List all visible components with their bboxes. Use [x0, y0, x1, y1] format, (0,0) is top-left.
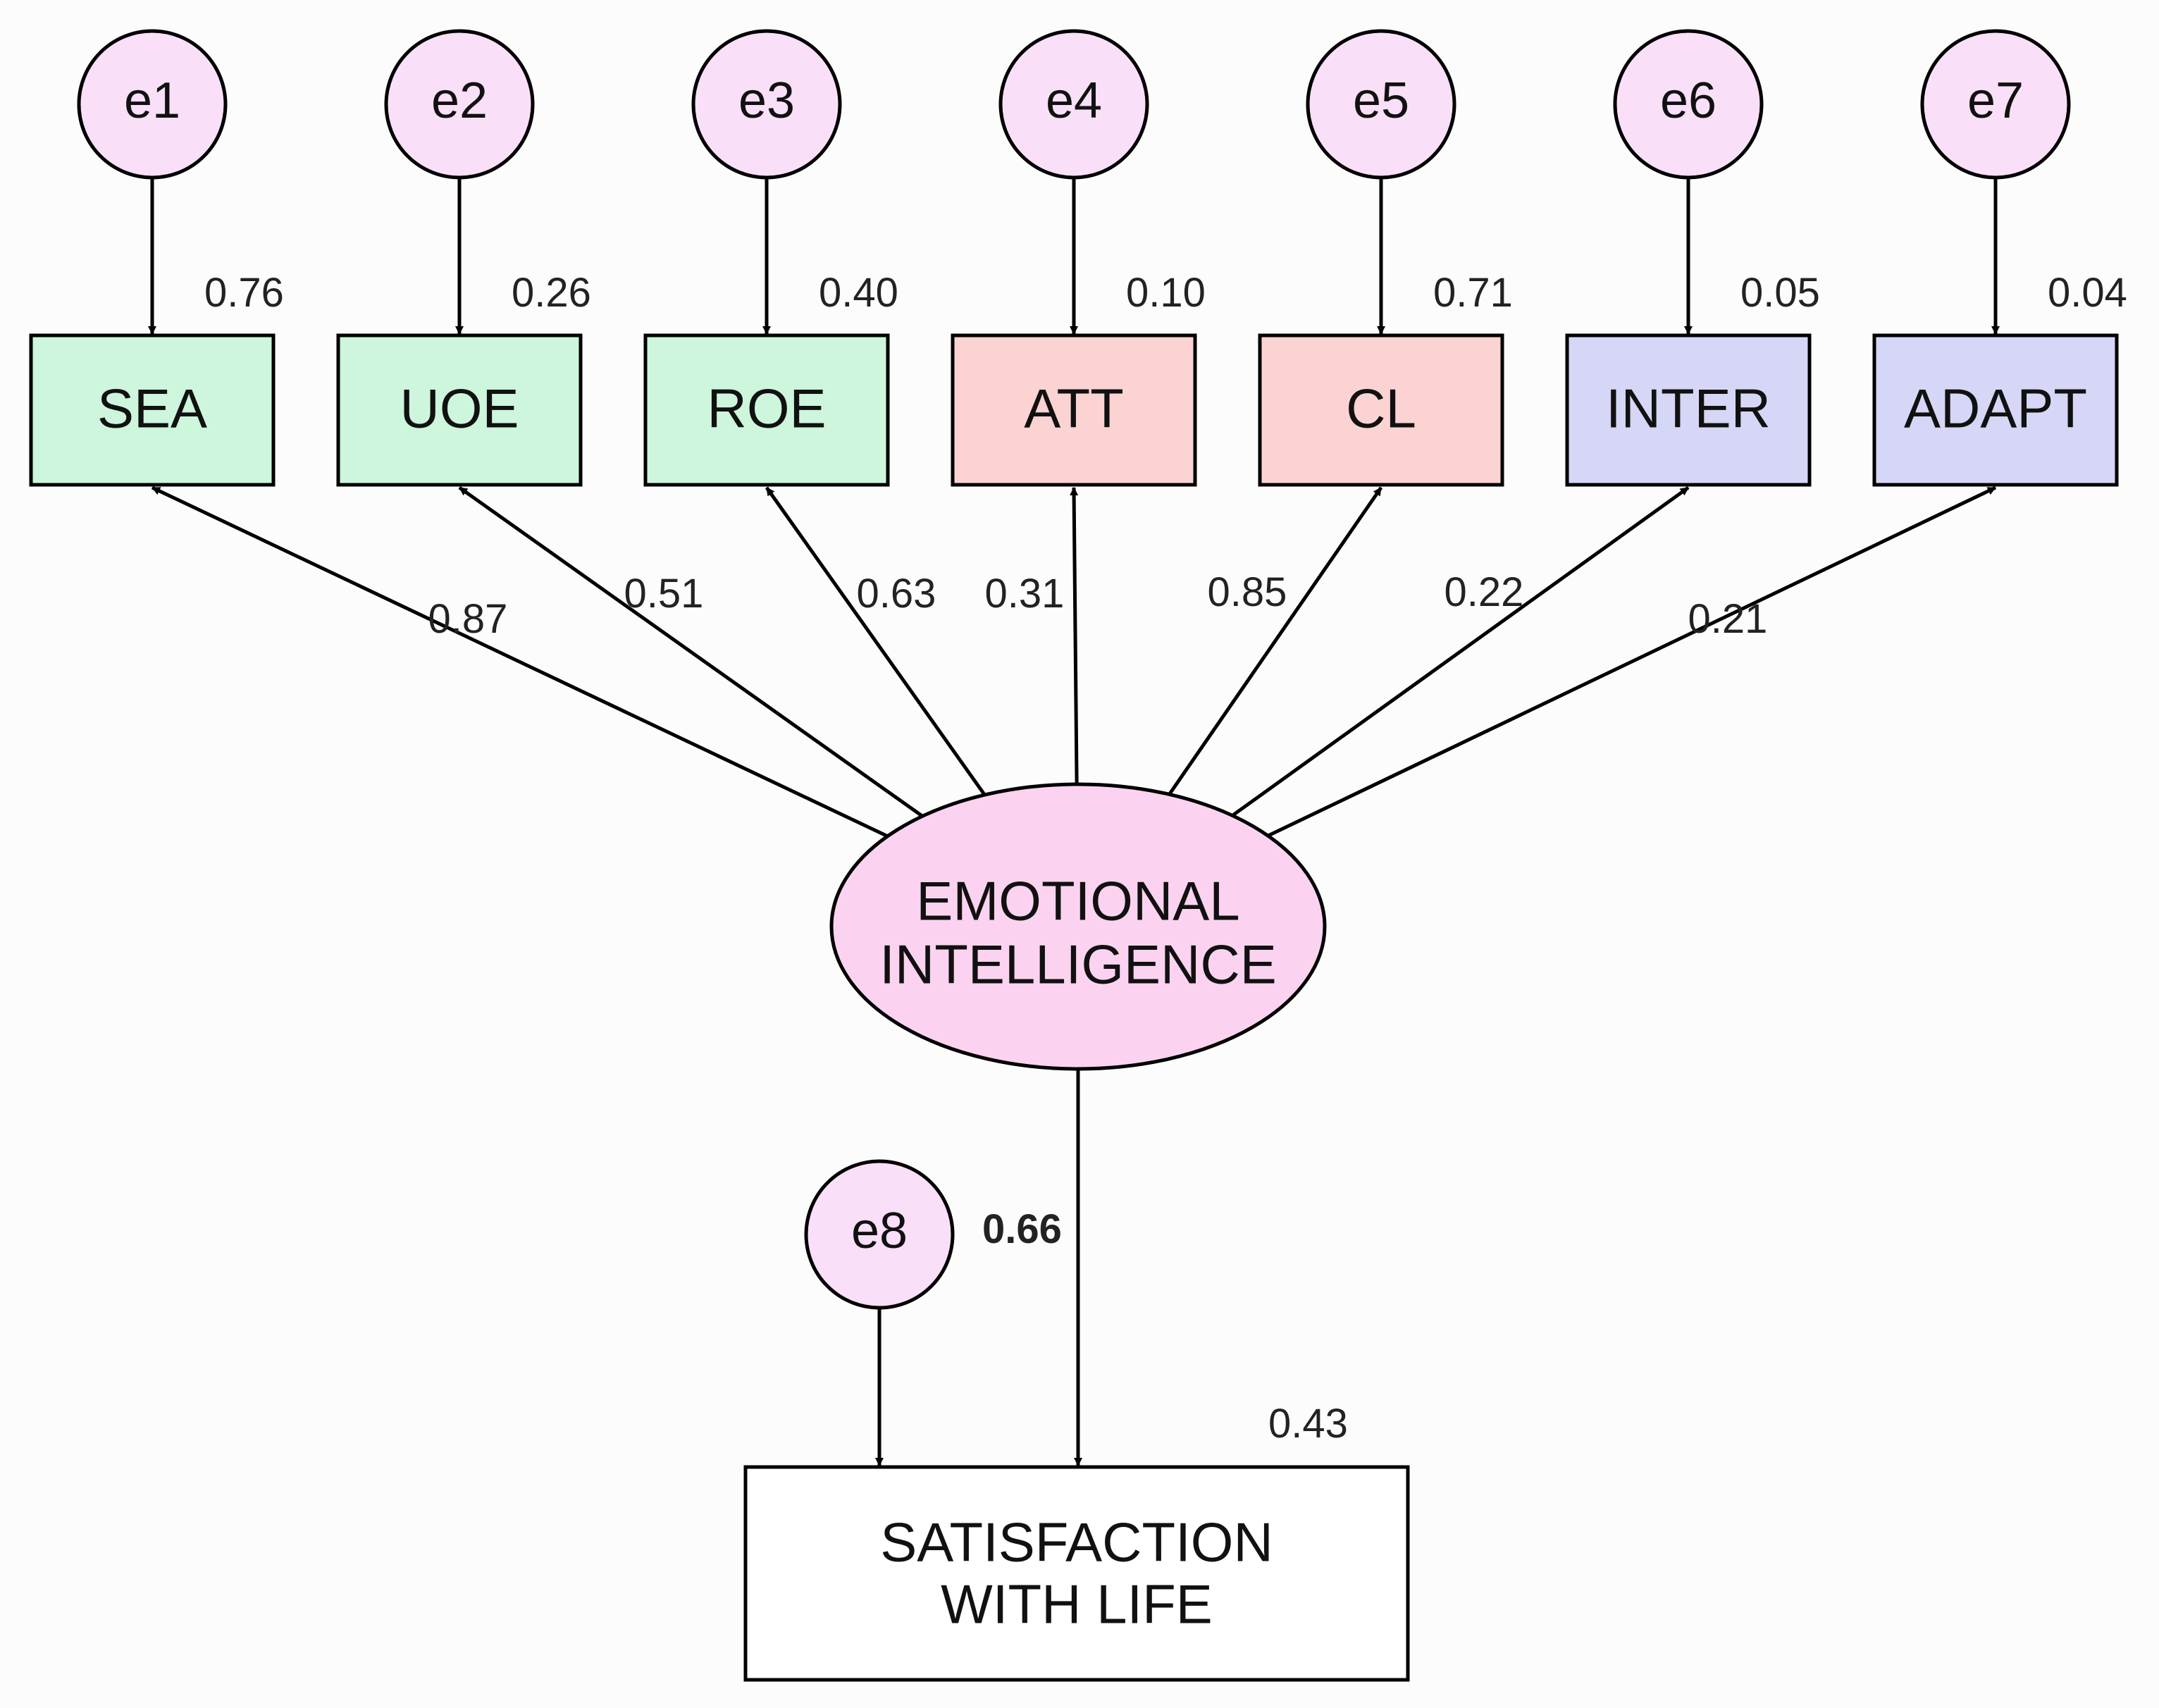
paths-layer — [148, 178, 2000, 838]
indicator-box-sea — [29, 333, 276, 487]
indicator-box-inter — [1565, 333, 1812, 487]
indicator-label-uoe: UOE — [400, 378, 519, 440]
loading-uoe: 0.51 — [624, 571, 704, 617]
error-label-e5: e5 — [1353, 73, 1409, 129]
indicator-label-inter: INTER — [1606, 378, 1771, 440]
r2-uoe: 0.26 — [512, 270, 591, 316]
indicator-label-roe: ROE — [707, 378, 826, 440]
indicator-box-adapt — [1872, 333, 2119, 487]
loading-att: 0.31 — [985, 571, 1065, 617]
error-label-e1: e1 — [124, 73, 180, 129]
latent-label-line1: EMOTIONAL — [916, 870, 1239, 932]
r2-adapt: 0.04 — [2048, 270, 2127, 316]
error-label-e6: e6 — [1660, 73, 1716, 129]
r2-cl: 0.71 — [1433, 270, 1513, 316]
loading-arrow-uoe — [458, 485, 924, 818]
error-circle-e5 — [1306, 29, 1456, 180]
error-circle-e1 — [77, 29, 228, 180]
error-circle-e3 — [691, 29, 842, 180]
outcome-error: e8 — [804, 1159, 955, 1310]
outcome-label-line1: SATISFACTION — [880, 1511, 1273, 1573]
loading-cl: 0.85 — [1208, 569, 1287, 615]
indicator-label-cl: CL — [1346, 378, 1416, 440]
error-circle-e6 — [1613, 29, 1764, 180]
loading-roe: 0.63 — [857, 571, 936, 617]
loading-sea: 0.87 — [428, 596, 508, 642]
loading-arrow-cl — [1168, 486, 1383, 796]
indicator-label-adapt: ADAPT — [1904, 378, 2087, 440]
outcome-node: SATISFACTION WITH LIFE — [743, 1465, 1410, 1682]
nodes-layer — [29, 29, 2119, 487]
error-circle-e2 — [384, 29, 535, 180]
loading-inter: 0.22 — [1445, 569, 1524, 615]
error-label-e4: e4 — [1046, 73, 1102, 129]
error-label-e2: e2 — [431, 73, 488, 129]
error-label-e7: e7 — [1967, 73, 2024, 129]
indicator-box-cl — [1258, 333, 1504, 487]
loading-arrow-sea — [151, 485, 889, 838]
indicator-label-att: ATT — [1024, 378, 1124, 440]
loading-arrow-att — [1070, 487, 1079, 785]
loading-arrow-inter — [1231, 485, 1690, 817]
r2-roe: 0.40 — [819, 270, 898, 316]
outcome-box — [743, 1465, 1410, 1682]
outcome-label-line2: WITH LIFE — [941, 1573, 1213, 1635]
indicator-box-att — [951, 333, 1197, 487]
latent-label-line2: INTELLIGENCE — [879, 934, 1276, 996]
r2-sea: 0.76 — [204, 270, 284, 316]
r2-inter: 0.05 — [1740, 270, 1820, 316]
loading-arrow-roe — [765, 486, 986, 796]
indicator-box-uoe — [336, 333, 583, 487]
r2-outcome: 0.43 — [1268, 1401, 1348, 1447]
indicator-label-sea: SEA — [97, 378, 207, 440]
latent-construct: EMOTIONAL INTELLIGENCE — [829, 782, 1327, 1071]
r2-att: 0.10 — [1126, 270, 1206, 316]
loading-adapt: 0.21 — [1688, 596, 1768, 642]
loading-arrow-adapt — [1267, 485, 1997, 838]
error-label-e3: e3 — [738, 73, 795, 129]
error-label-e8: e8 — [851, 1203, 908, 1259]
path-coefficient-outcome: 0.66 — [982, 1206, 1062, 1252]
error-circle-e4 — [998, 29, 1149, 180]
error-circle-e7 — [1920, 29, 2071, 180]
indicator-box-roe — [643, 333, 890, 487]
